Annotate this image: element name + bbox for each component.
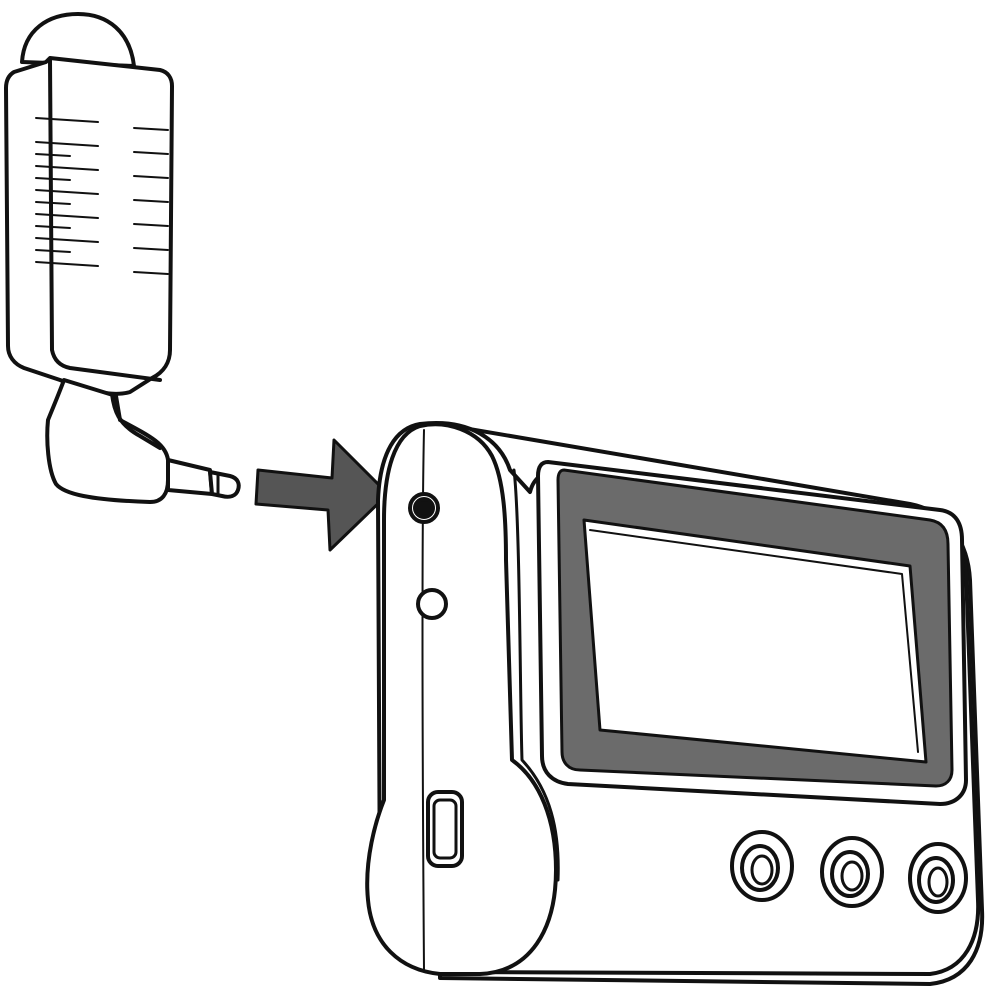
device-side-column: [365, 422, 558, 976]
device-front-ridge: [512, 468, 560, 882]
probe-cap: [20, 12, 136, 68]
probe-elbow-inner: [110, 392, 162, 450]
device-side-seam: [421, 429, 425, 971]
button-2[interactable]: [820, 836, 884, 908]
probe-grip-lines-left: [35, 117, 99, 267]
probe-body: [4, 56, 174, 396]
device-led: [416, 588, 448, 620]
screen-display: [582, 518, 928, 764]
button-1[interactable]: [730, 830, 794, 902]
button-3[interactable]: [908, 842, 968, 914]
probe-elbow: [45, 378, 170, 504]
jack-port-icon: [408, 492, 440, 524]
probe-grip-lines-right: [133, 127, 169, 275]
device: [365, 421, 985, 986]
probe-front-edge: [48, 58, 162, 382]
probe-jack-tip: [208, 470, 241, 499]
probe-icon: [4, 12, 241, 504]
screen-display-shade: [589, 529, 919, 753]
insert-arrow-icon: [254, 438, 390, 552]
probe-jack-pin: [166, 458, 214, 496]
side-switch[interactable]: [426, 790, 464, 868]
